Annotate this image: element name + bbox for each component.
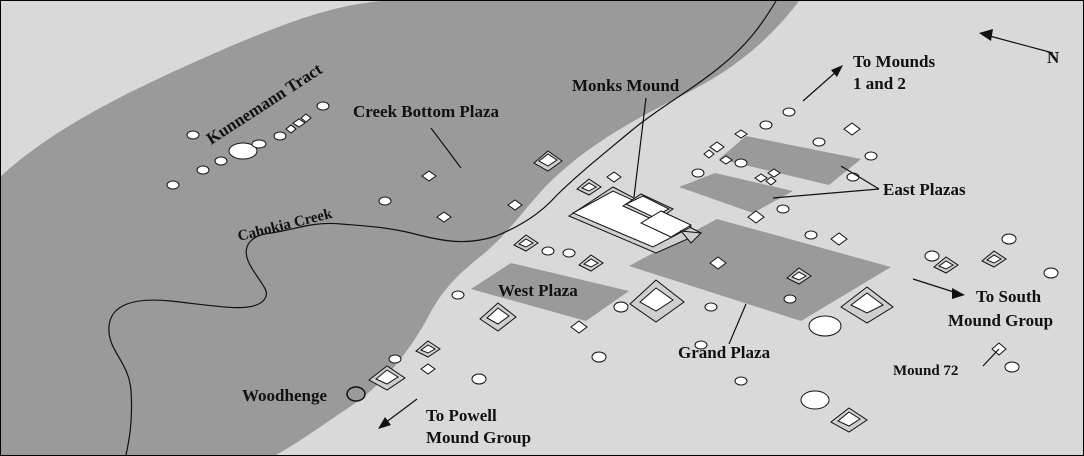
platform-mounds xyxy=(285,113,1007,433)
grand-plaza-area xyxy=(629,219,891,321)
arrow-to-south-mound-group xyxy=(912,278,965,299)
woodhenge-marker xyxy=(346,386,366,402)
cahokia-creek-line xyxy=(108,1,777,455)
mound-72-leader xyxy=(982,348,1000,367)
arrow-to-powell xyxy=(378,398,418,429)
to-mounds-label-line2: 1 and 2 xyxy=(853,74,906,93)
creek-bottom-leader xyxy=(430,127,462,169)
to-powell-label-line1: To Powell xyxy=(426,406,497,425)
east-plaza-south-area xyxy=(679,173,793,213)
monks-mound-label: Monks Mound xyxy=(572,76,680,95)
to-south-label-line2: Mound Group xyxy=(948,311,1053,330)
north-arrow-icon xyxy=(979,29,1054,54)
arrow-to-mounds-1-2 xyxy=(802,65,843,102)
east-plazas-leader-1 xyxy=(840,165,880,190)
creek-bottom-plaza-area xyxy=(416,159,546,217)
conical-mounds xyxy=(166,101,1059,410)
creek-bottom-plaza-label: Creek Bottom Plaza xyxy=(353,102,500,121)
east-plazas-label: East Plazas xyxy=(883,180,966,199)
to-mounds-label-line1: To Mounds xyxy=(853,52,935,71)
monks-mound xyxy=(567,186,703,254)
mound-72-label: Mound 72 xyxy=(893,363,958,379)
grand-plaza-leader xyxy=(728,303,747,345)
west-plaza-area xyxy=(471,263,629,321)
east-plazas-leader-2 xyxy=(772,188,880,199)
to-south-label-line1: To South xyxy=(976,287,1042,306)
east-plaza-north-area xyxy=(719,136,861,185)
grand-plaza-label: Grand Plaza xyxy=(678,343,771,362)
floodplain-band xyxy=(1,1,799,455)
west-plaza-label: West Plaza xyxy=(498,281,578,300)
woodhenge-label: Woodhenge xyxy=(242,386,327,405)
north-label: N xyxy=(1047,48,1060,67)
to-powell-label-line2: Mound Group xyxy=(426,428,531,447)
monks-mound-leader xyxy=(633,97,647,198)
